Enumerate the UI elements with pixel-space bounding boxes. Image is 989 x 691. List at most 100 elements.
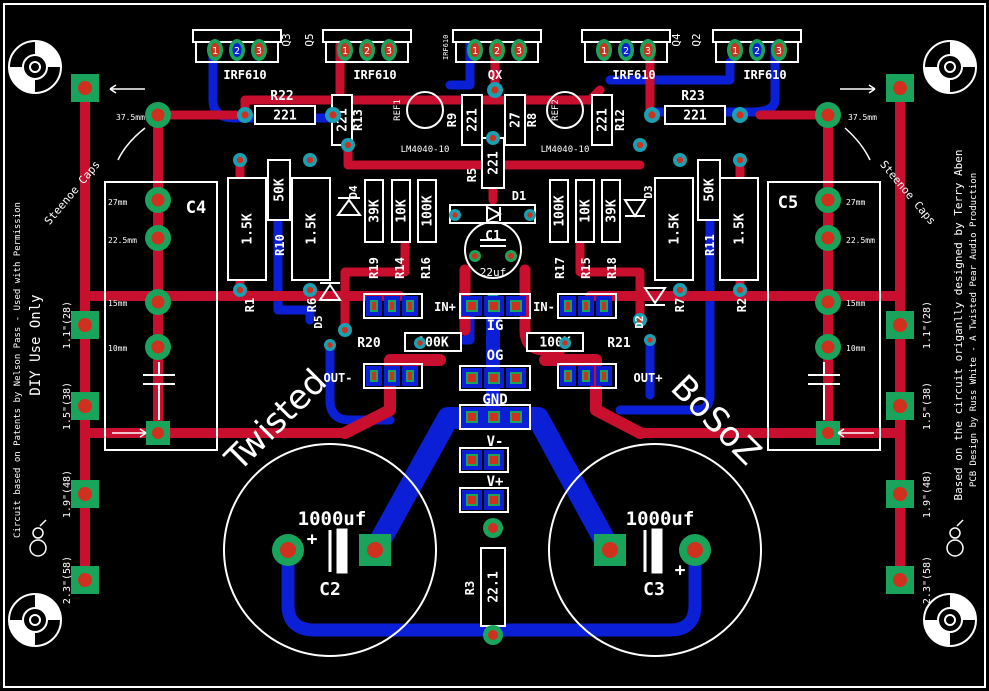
- lm-right: LM4040-10: [541, 145, 590, 155]
- d3-symbol: [623, 199, 647, 218]
- resistor-r23-value: 221: [683, 109, 707, 124]
- r3-ref: R3: [463, 581, 477, 595]
- pad: [71, 566, 99, 594]
- pin-number: 1: [732, 46, 738, 57]
- transistor-part-label: IRF610: [353, 68, 396, 82]
- resistor-r21: 100K: [526, 332, 584, 352]
- resistor-r15-value: 10K: [579, 199, 594, 223]
- connector-ig: [459, 293, 531, 319]
- hole-right-28: 1.1"(28): [922, 301, 933, 349]
- out-plus-label: OUT+: [634, 371, 663, 385]
- resistor-r14-value: 10K: [395, 199, 410, 223]
- d4-symbol: [336, 197, 362, 216]
- d2-ref: D2: [633, 315, 646, 328]
- resistor-r23: 221: [664, 105, 726, 125]
- resistor-r15: 10K: [575, 179, 595, 243]
- r8-ref: R8: [525, 113, 539, 127]
- via: [486, 131, 500, 145]
- pad: [359, 534, 391, 566]
- resistor-r10-value: 50K: [273, 178, 288, 202]
- r7-ref: R7: [673, 298, 687, 312]
- pin-number: 1: [472, 46, 478, 57]
- spacing-right-375: 37.5mm: [848, 113, 877, 122]
- r14-ref: R14: [393, 257, 407, 279]
- big-cap-symbols: [328, 239, 663, 574]
- resistor-r8-value: 27: [509, 112, 524, 128]
- og-label: OG: [487, 348, 504, 364]
- connector-out-plus: [557, 363, 617, 389]
- via: [559, 337, 571, 349]
- hole-left-38: 1.5"(38): [62, 382, 73, 430]
- silkscreen: [104, 91, 881, 657]
- pad: [71, 480, 99, 508]
- resistor-r1: 1.5K: [227, 177, 267, 281]
- transistor-part-label: IRF610: [442, 35, 450, 60]
- mounting-holes: [8, 40, 977, 647]
- transistor-ref-label: Q4: [670, 33, 683, 47]
- via: [449, 209, 461, 221]
- hole-left-28: 1.1"(28): [62, 301, 73, 349]
- r23-ref: R23: [681, 89, 704, 104]
- hole-left-48: 1.9"(48): [62, 470, 73, 518]
- resistor-r18: 39K: [601, 179, 621, 243]
- pin-number: 2: [234, 46, 240, 57]
- r21-ref: R21: [607, 336, 631, 351]
- pad: [505, 250, 517, 262]
- spacing-right-10: 10mm: [846, 344, 865, 353]
- c5-outline: [767, 181, 881, 451]
- transistor-part-label: IRF610: [612, 68, 655, 82]
- hole-right-58: 2.3"(58): [922, 556, 933, 604]
- c2-ref: C2: [319, 579, 341, 600]
- c1-value: 22uf: [480, 266, 507, 279]
- resistor-r22-value: 221: [273, 109, 297, 124]
- via: [733, 283, 747, 297]
- c5-ref: C5: [778, 193, 798, 213]
- c3-ref: C3: [643, 579, 665, 600]
- via: [414, 337, 426, 349]
- pad: [815, 334, 841, 360]
- r10-ref: R10: [273, 234, 287, 256]
- r22-ref: R22: [270, 89, 293, 104]
- resistor-r1-value: 1.5K: [241, 213, 256, 244]
- resistor-r3: 22.1: [480, 547, 506, 627]
- spacing-left-225: 22.5mm: [108, 236, 137, 245]
- resistor-r16-value: 100K: [421, 195, 436, 226]
- connector-out-minus: [363, 363, 423, 389]
- resistor-r8: 27: [504, 94, 526, 146]
- pin-number: 2: [364, 46, 370, 57]
- ref2: REF2: [551, 99, 561, 121]
- pin-number: 1: [601, 46, 607, 57]
- pad: [469, 250, 481, 262]
- c2-outline: [223, 443, 437, 657]
- r20-ref: R20: [357, 336, 381, 351]
- pad: [815, 225, 841, 251]
- via: [644, 334, 656, 346]
- via: [673, 153, 687, 167]
- resistor-r3-value: 22.1: [487, 571, 502, 602]
- d1-symbol: [486, 205, 503, 223]
- via: [303, 153, 317, 167]
- mounting-hole: [923, 593, 977, 647]
- ig-label: IG: [487, 318, 504, 334]
- c1-ref: C1: [485, 229, 501, 244]
- ref2-outline: [546, 91, 584, 129]
- r1-ref: R1: [243, 298, 257, 312]
- pin-number: 3: [645, 46, 651, 57]
- pin-number: 3: [776, 46, 782, 57]
- pad: [816, 421, 840, 445]
- resistor-r5-value: 221: [487, 151, 502, 175]
- resistor-r18-value: 39K: [605, 199, 620, 223]
- in-minus-label: IN-: [533, 300, 555, 314]
- resistor-r7-value: 1.5K: [668, 213, 683, 244]
- r2-ref: R2: [735, 298, 749, 312]
- pad: [815, 102, 841, 128]
- r19-ref: R19: [367, 257, 381, 279]
- d4-ref: D4: [347, 185, 360, 199]
- connector-in-plus: [363, 293, 423, 319]
- ref1: REF1: [393, 99, 403, 121]
- r13-ref: R13: [351, 109, 365, 131]
- pad: [886, 480, 914, 508]
